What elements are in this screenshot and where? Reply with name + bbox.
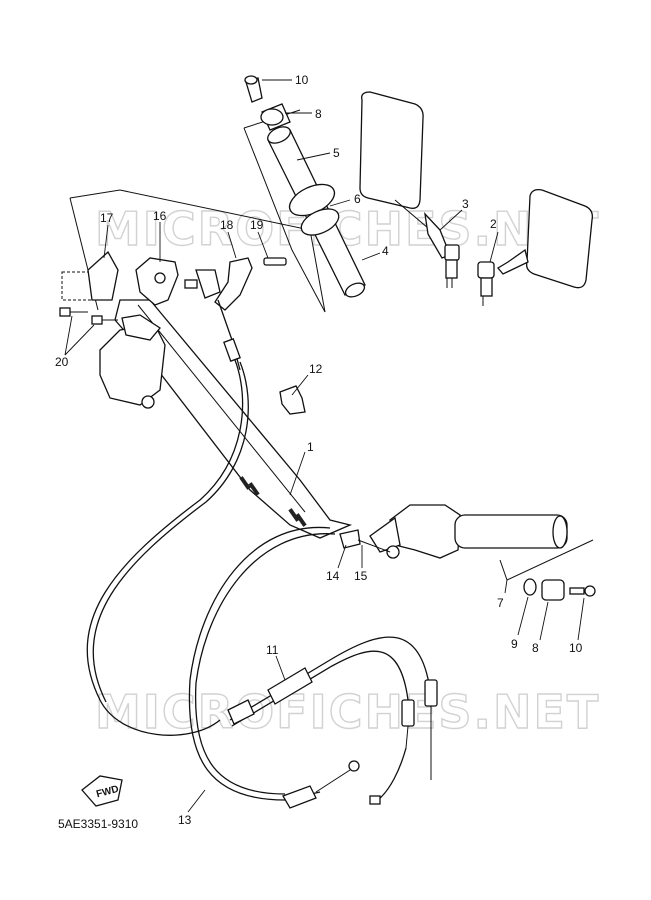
callout-15: 15: [354, 569, 368, 583]
callout-10-top: 10: [295, 73, 309, 87]
callout-2: 2: [490, 217, 497, 231]
grip-end-parts: [499, 539, 596, 601]
screws-20: [59, 307, 118, 325]
callout-5: 5: [333, 146, 340, 160]
cable-clamp-12: [279, 385, 306, 415]
handlebar: [114, 299, 353, 539]
clutch-cable: [86, 299, 249, 736]
left-switch-housing: [99, 314, 166, 409]
callout-11: 11: [266, 643, 279, 657]
diagram-code: 5AE3351-9310: [58, 817, 138, 831]
throttle-housing: [369, 504, 568, 559]
callout-3: 3: [462, 197, 469, 211]
holder-brackets: [87, 250, 287, 311]
throttle-cable-11: [227, 636, 438, 805]
callout-9: 9: [511, 637, 518, 651]
callout-labels: 10 8 5 6 3 2 4 17 16 18 19 20 12 1 14 15…: [55, 73, 583, 827]
fwd-arrow-icon: FWD: [81, 775, 123, 807]
callout-16: 16: [153, 209, 167, 223]
callout-20: 20: [55, 355, 69, 369]
leader-lines: [64, 79, 585, 813]
mirror-right: [477, 188, 593, 306]
callout-10-bottom: 10: [569, 641, 583, 655]
callout-6: 6: [354, 192, 361, 206]
throttle-cable-13: [188, 526, 360, 809]
mirror-left: [359, 91, 460, 288]
left-grip-assembly: [244, 75, 366, 298]
callout-19: 19: [250, 218, 264, 232]
watermark-bottom: MICROFICHES.NET: [95, 685, 600, 739]
callout-1: 1: [307, 440, 314, 454]
callout-8-bottom: 8: [532, 641, 539, 655]
callout-12: 12: [309, 362, 323, 376]
callout-13: 13: [178, 813, 192, 827]
callout-14: 14: [326, 569, 340, 583]
callout-17: 17: [100, 211, 114, 225]
adjuster-14-15: [339, 529, 400, 559]
callout-8-top: 8: [315, 107, 322, 121]
callout-7: 7: [497, 596, 504, 610]
callout-4: 4: [382, 244, 389, 258]
callout-18: 18: [220, 218, 234, 232]
